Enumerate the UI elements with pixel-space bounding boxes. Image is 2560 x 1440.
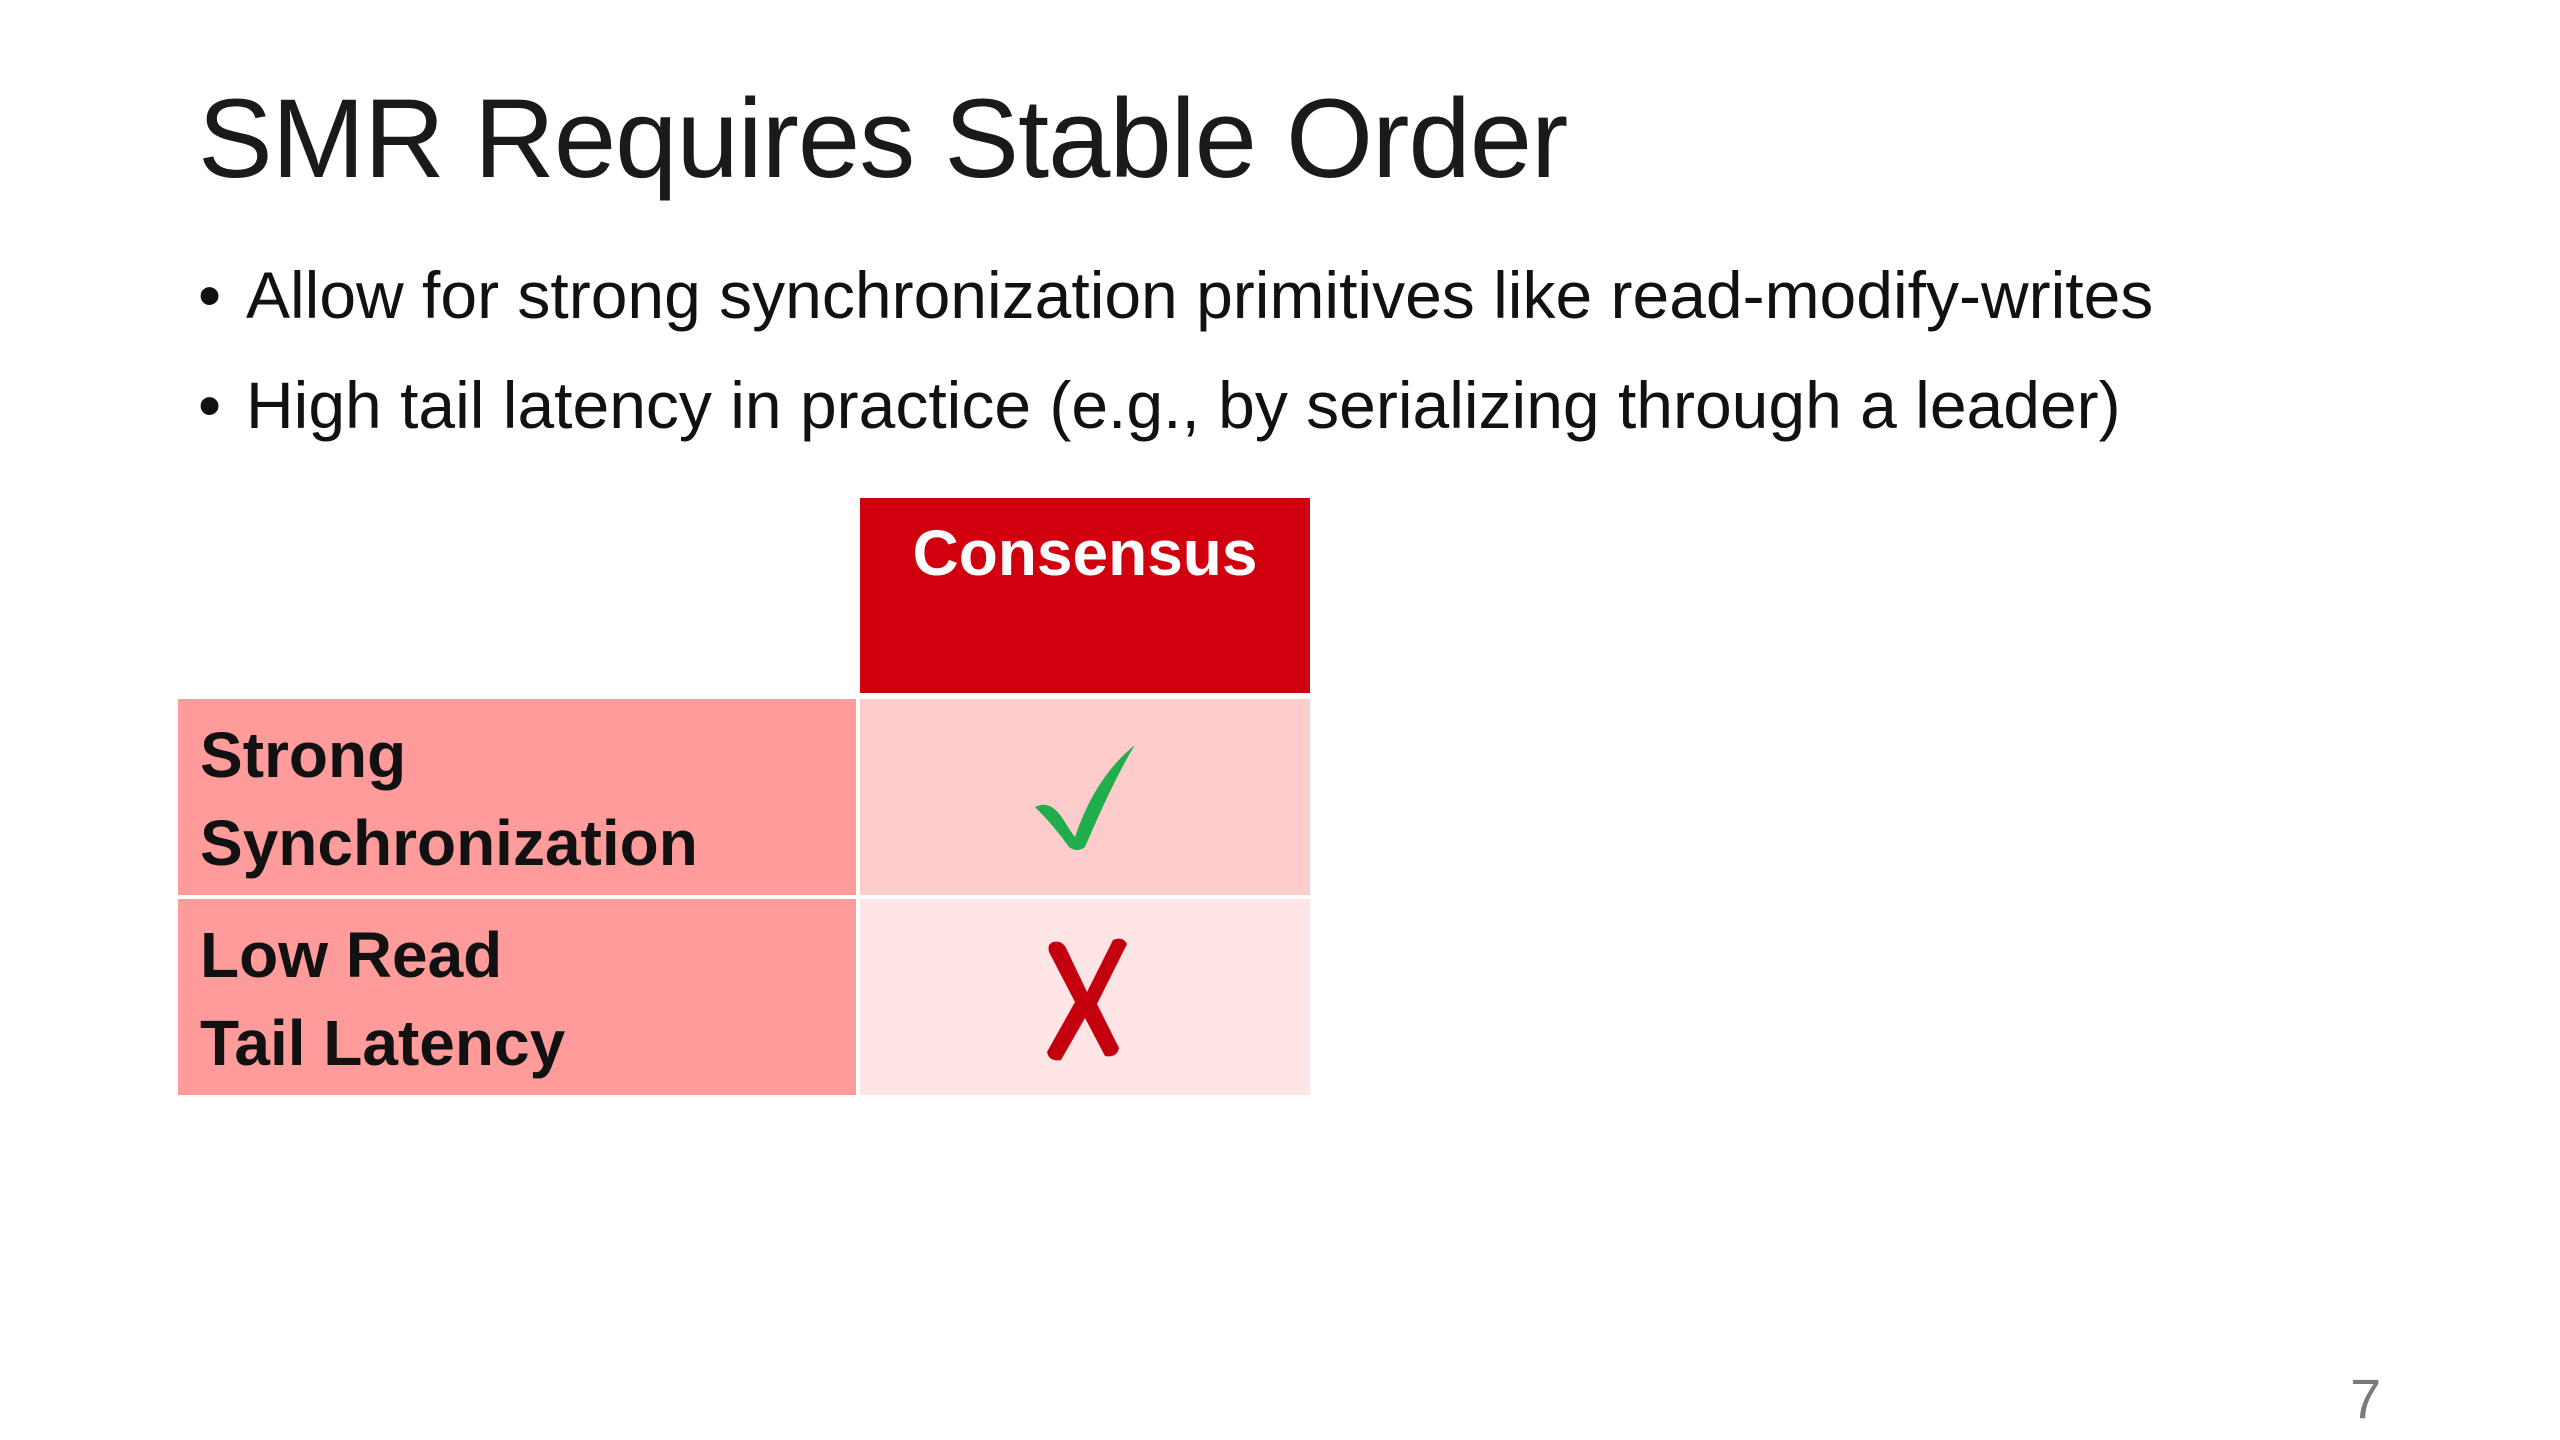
bullet-item: • Allow for strong synchronization primi…	[198, 240, 2153, 350]
comparison-table: Consensus Strong Synchronization Low Rea…	[178, 498, 1310, 1098]
row-label-line: Low Read	[200, 919, 503, 991]
bullet-item: • High tail latency in practice (e.g., b…	[198, 350, 2153, 460]
table-value-cell	[860, 699, 1310, 895]
slide-title: SMR Requires Stable Order	[198, 76, 1568, 201]
table-column-header: Consensus	[860, 498, 1310, 693]
checkmark-icon	[1035, 745, 1135, 850]
row-label-line: Synchronization	[200, 807, 698, 879]
bullet-dot: •	[198, 258, 222, 332]
table-corner-cell	[178, 498, 856, 695]
table-row-label: Strong Synchronization	[178, 699, 856, 895]
bullet-text: Allow for strong synchronization primiti…	[246, 258, 2154, 332]
bullet-dot: •	[198, 368, 222, 442]
bullet-text: High tail latency in practice (e.g., by …	[246, 368, 2121, 442]
bullet-list: • Allow for strong synchronization primi…	[198, 240, 2153, 460]
table-row-label: Low Read Tail Latency	[178, 899, 856, 1095]
row-label-line: Tail Latency	[200, 1007, 566, 1079]
row-label-line: Strong	[200, 719, 407, 791]
table-value-cell	[860, 899, 1310, 1095]
cross-icon	[1047, 938, 1127, 1061]
page-number: 7	[2350, 1367, 2382, 1430]
